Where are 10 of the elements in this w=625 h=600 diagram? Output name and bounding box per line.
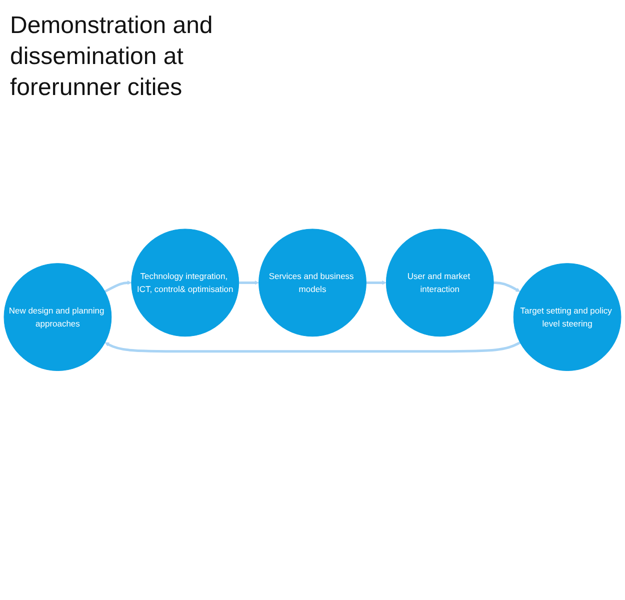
node-circle: Target setting and policy level steering [513,263,622,372]
arrow [104,342,521,353]
node-circle: New design and planning approaches [4,263,112,372]
node-circle: Services and business models [258,228,366,337]
arrow [238,280,259,286]
arrow [104,280,132,293]
arrow [366,280,386,286]
arrow [494,282,520,292]
node-circle: User and market interaction [386,228,494,337]
node-circle: Technology integration, ICT, control& optimisation [131,228,240,337]
